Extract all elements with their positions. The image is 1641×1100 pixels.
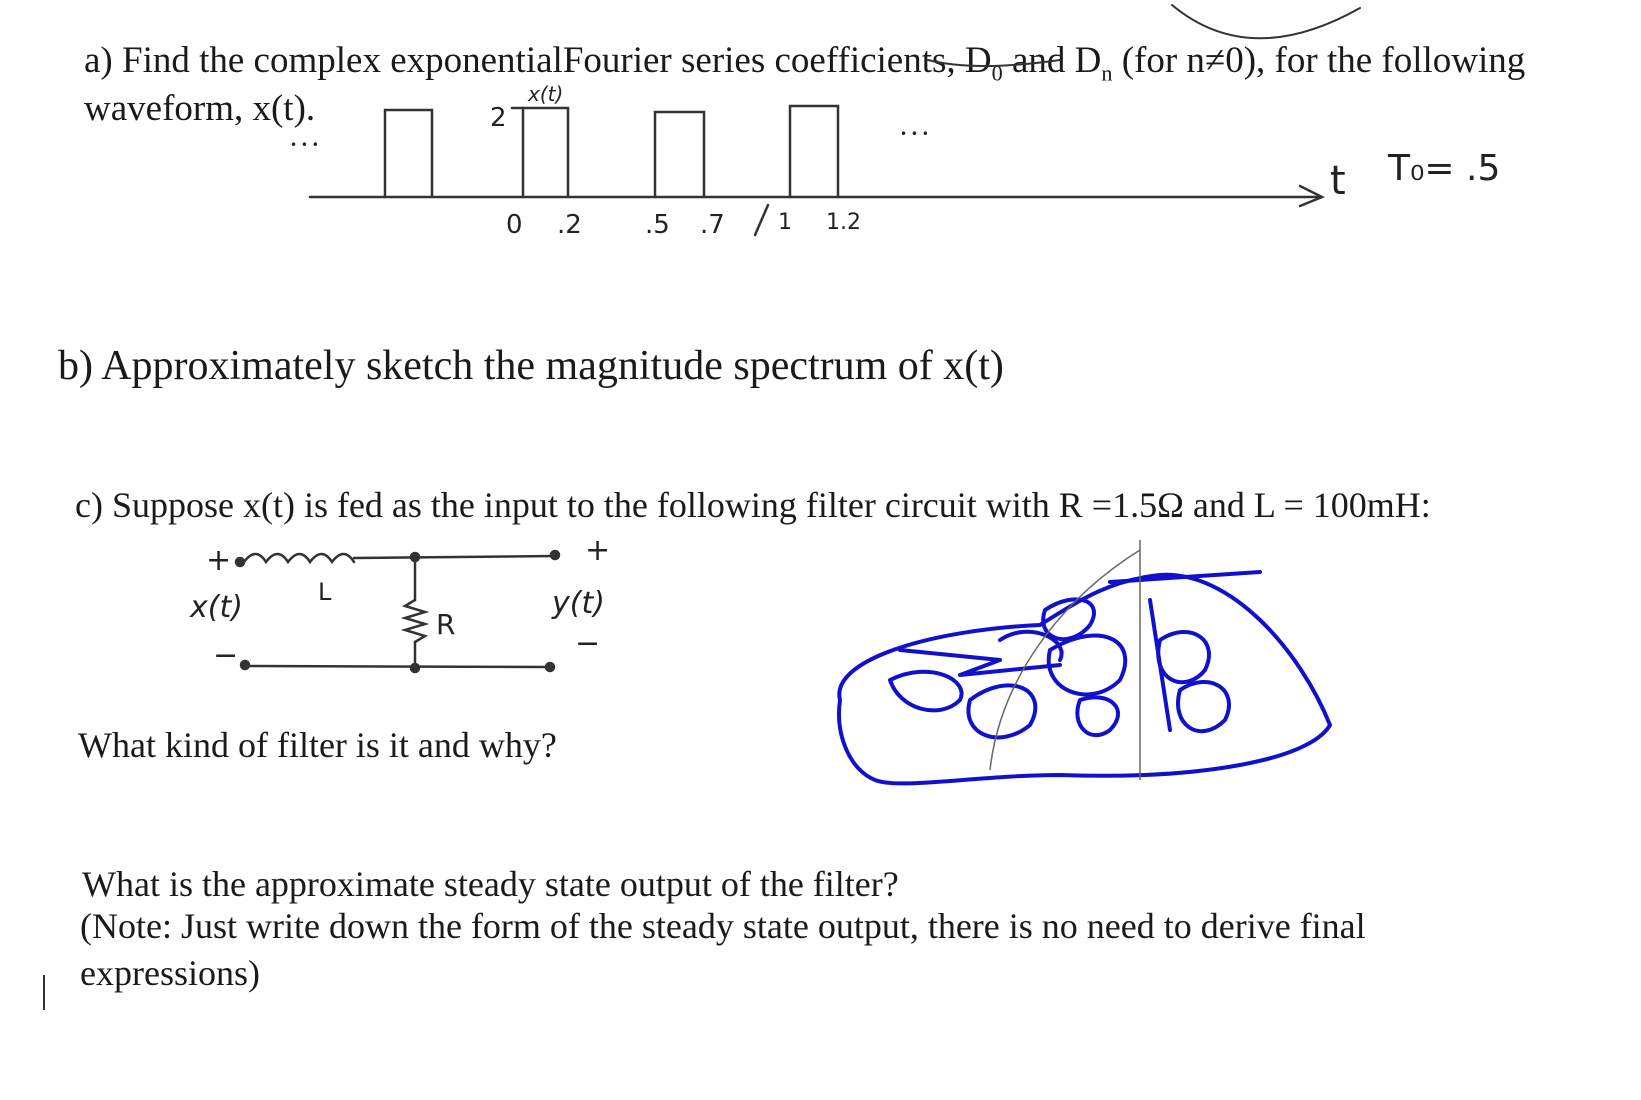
question-a-suffix: (for n≠0), for the following	[1112, 40, 1526, 81]
pencil-arc	[989, 549, 1141, 771]
tick-07: .7	[700, 210, 725, 240]
question-a-middle: Fourier series coefficients, D	[562, 40, 992, 81]
pulse-2	[521, 106, 570, 199]
scribble-7	[1075, 695, 1120, 738]
input-plus: +	[206, 543, 232, 578]
output-label: y(t)	[552, 586, 605, 621]
output-terminal-top	[549, 549, 561, 561]
pulse-1	[383, 108, 434, 199]
tick-1: 1	[778, 210, 792, 235]
margin-mark	[43, 975, 45, 1010]
filter-question: What kind of filter is it and why?	[78, 725, 557, 765]
amplitude-label: 2	[490, 103, 507, 133]
input-label: x(t)	[190, 590, 243, 625]
subscript-n: n	[1101, 60, 1113, 86]
axis-arrow	[1298, 184, 1326, 208]
scribble-9	[1148, 598, 1172, 732]
scribble-outline	[837, 572, 1332, 786]
scribble-8	[898, 648, 1062, 677]
bottom-wire	[243, 664, 552, 669]
output-minus: −	[575, 626, 601, 661]
question-a-line-1: a) Find the complex exponentialFourier s…	[84, 42, 1525, 85]
scribble-10	[998, 629, 1064, 662]
tick-0: 0	[506, 210, 523, 240]
top-arc	[1171, 4, 1361, 40]
question-a-prefix: a) Find the complex exponential	[84, 40, 563, 81]
scribble-1	[1041, 597, 1096, 642]
scribble-5	[1176, 679, 1231, 734]
ellipsis-right: • • •	[900, 127, 929, 141]
ellipsis-left: • • •	[290, 138, 319, 152]
scribble-6	[888, 669, 964, 713]
tick-05: .5	[645, 210, 670, 240]
question-d-line-2: (Note: Just write down the form of the s…	[80, 906, 1366, 946]
input-minus: −	[213, 638, 239, 673]
output-terminal-bottom	[544, 661, 556, 673]
question-d-line-3: expressions)	[80, 953, 260, 993]
x-of-t-label: x(t)	[528, 82, 564, 106]
scribble-2	[1046, 633, 1128, 697]
scribble-top-bar	[1108, 570, 1262, 584]
output-plus: +	[585, 533, 611, 568]
scribble-4	[1156, 629, 1211, 685]
scribble-3	[966, 683, 1038, 740]
question-d-line-1: What is the approximate steady state out…	[82, 864, 899, 904]
question-b: b) Approximately sketch the magnitude sp…	[58, 343, 1004, 389]
subscript-0: 0	[991, 60, 1003, 86]
inductor-coil	[242, 552, 356, 565]
resistor-label: R	[436, 608, 456, 641]
tick-12: 1.2	[826, 210, 861, 235]
question-c: c) Suppose x(t) is fed as the input to t…	[75, 485, 1431, 525]
tick-02: .2	[557, 210, 582, 240]
question-a-line-2: waveform, x(t).	[84, 88, 316, 129]
strike-over	[927, 59, 1061, 67]
top-wire	[352, 554, 557, 560]
inductor-label: L	[318, 578, 332, 606]
period-label: T₀= .5	[1388, 148, 1501, 189]
bottom-node	[409, 662, 421, 674]
axis-t-label: t	[1330, 158, 1346, 204]
slash-mark	[753, 203, 770, 237]
pulse-4	[788, 104, 840, 199]
pulse-3	[653, 110, 706, 199]
resistor-zigzag	[400, 598, 430, 644]
